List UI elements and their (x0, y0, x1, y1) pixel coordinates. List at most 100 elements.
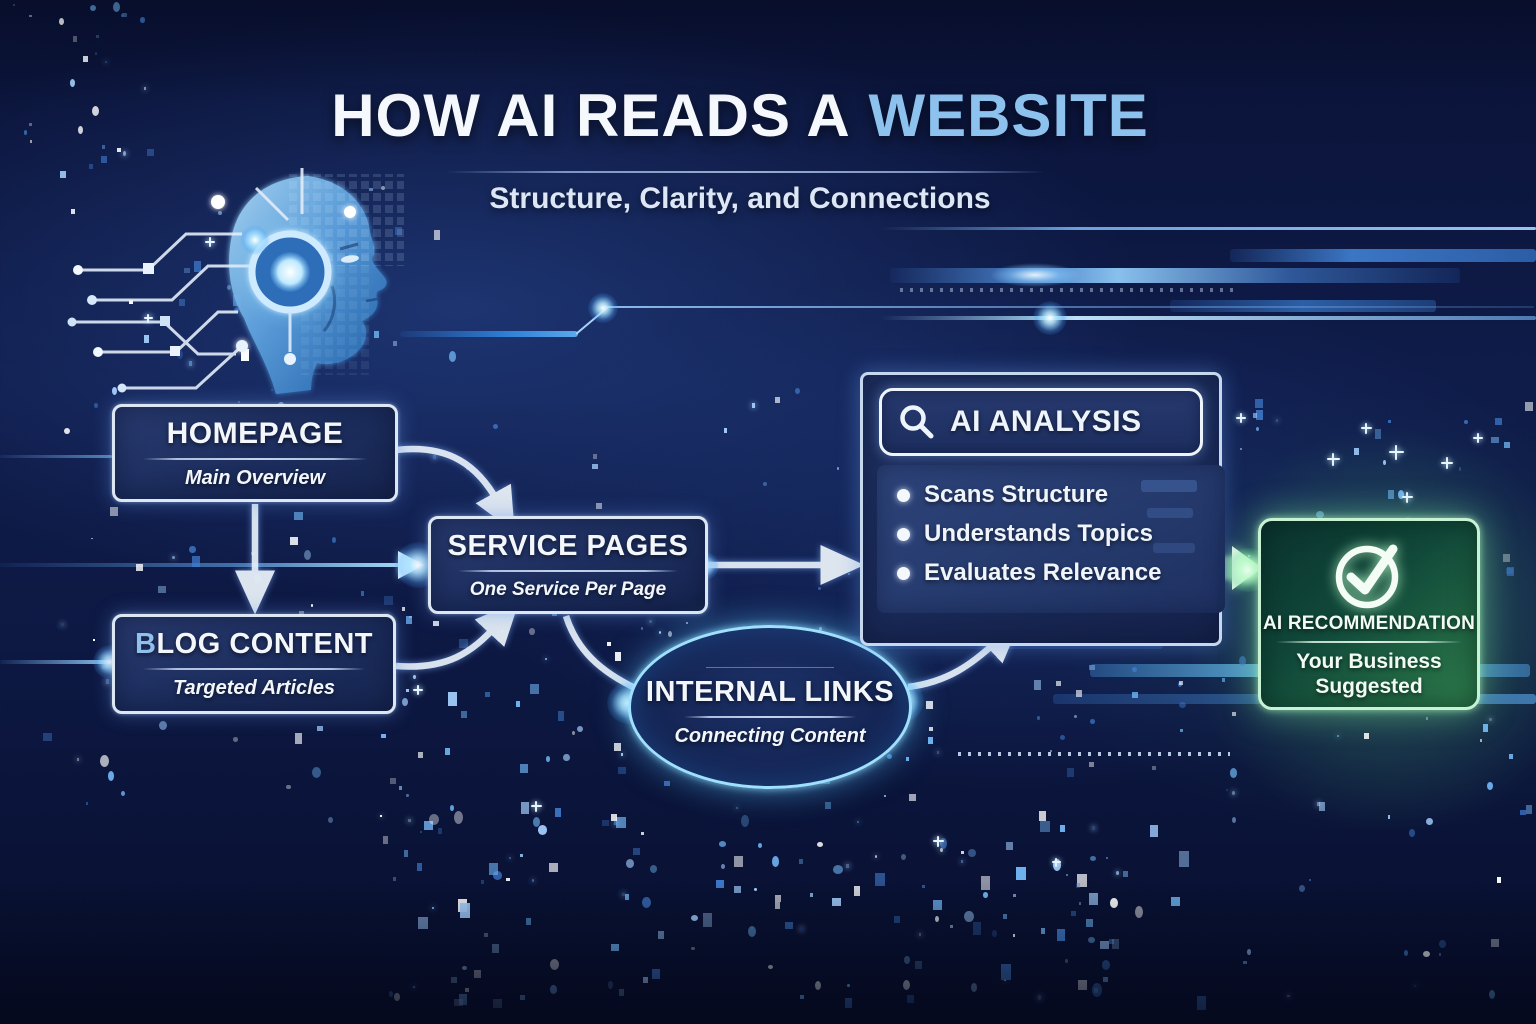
pixel-particle (303, 549, 311, 560)
sparkle-icon (933, 836, 944, 847)
pixel-particle (509, 857, 511, 860)
pixel-particle (42, 732, 52, 741)
pixel-particle (663, 780, 670, 787)
internal-links-title: INTERNAL LINKS (645, 675, 895, 708)
pixel-particle (818, 587, 822, 591)
sparkle-icon (144, 314, 153, 323)
pixel-particle (465, 988, 470, 993)
pixel-particle (1387, 419, 1391, 423)
pixel-particle (461, 711, 468, 718)
pixel-particle (61, 623, 65, 627)
pixel-particle (1100, 940, 1110, 950)
pixel-particle (189, 545, 197, 554)
pixel-particle (311, 338, 316, 344)
pixel-particle (1092, 983, 1103, 997)
pixel-particle (13, 4, 16, 6)
pixel-particle (1038, 810, 1046, 822)
pixel-particle (458, 993, 467, 1005)
pixel-particle (310, 603, 313, 607)
pixel-particle (485, 691, 491, 697)
pixel-particle (1001, 963, 1012, 980)
pixel-particle (505, 878, 510, 882)
pixel-particle (1036, 715, 1040, 721)
pixel-particle (72, 36, 77, 42)
pixel-particle (1491, 938, 1500, 947)
node-homepage: HOMEPAGE Main Overview (112, 404, 398, 502)
pixel-particle (29, 122, 33, 127)
glow-dot (240, 225, 270, 255)
pixel-particle (90, 537, 93, 540)
pixel-particle (992, 929, 998, 938)
pixel-particle (483, 932, 488, 937)
pixel-particle (488, 862, 498, 875)
pixel-particle (1524, 402, 1533, 411)
pixel-particle (332, 536, 337, 543)
pixel-particle (432, 621, 439, 627)
pixel-particle (1132, 666, 1138, 673)
light-streak (400, 331, 578, 337)
analysis-title: AI ANALYSIS (950, 405, 1142, 438)
pixel-particle (406, 688, 410, 693)
pixel-particle (110, 506, 119, 517)
pixel-particle (1116, 870, 1120, 875)
pixel-particle (389, 778, 396, 785)
pixel-particle (667, 631, 672, 637)
pixel-particle (1408, 829, 1415, 838)
pixel-particle (747, 926, 756, 938)
pixel-particle (832, 898, 842, 907)
pixel-particle (117, 147, 122, 153)
pixel-particle (76, 758, 79, 761)
node-ai-recommendation: AI RECOMMENDATION Your Business Suggeste… (1258, 518, 1480, 710)
pixel-particle (449, 805, 454, 811)
pixel-particle (903, 980, 911, 990)
pixel-particle (453, 811, 463, 825)
pixel-particle (317, 726, 324, 732)
pixel-particle (89, 4, 96, 11)
pixel-particle (393, 992, 400, 1002)
pixel-particle (736, 806, 739, 809)
pixel-particle (402, 698, 408, 707)
pixel-particle (857, 820, 860, 824)
pixel-particle (836, 466, 839, 470)
sparkle-icon (1236, 413, 1246, 423)
pixel-particle (1103, 977, 1109, 983)
pixel-particle (884, 794, 887, 797)
pixel-particle (294, 512, 304, 521)
pixel-particle (875, 855, 878, 858)
glow-dot (588, 293, 618, 323)
pixel-particle (686, 622, 689, 625)
node-blog-content: BLOG CONTENT Targeted Articles (112, 614, 396, 714)
pixel-particle (961, 859, 964, 863)
pixel-particle (928, 726, 933, 731)
pixel-particle (740, 814, 749, 828)
pixel-particle (290, 537, 299, 545)
pixel-particle (530, 684, 540, 694)
pixel-particle (721, 864, 726, 870)
pixel-particle (398, 786, 402, 790)
pixel-particle (85, 801, 88, 805)
pixel-particle (907, 995, 915, 1003)
pixel-particle (271, 388, 274, 391)
pixel-particle (719, 841, 727, 847)
pixel-particle (493, 424, 499, 430)
pixel-particle (1112, 939, 1120, 949)
pixel-particle (611, 813, 618, 821)
pixel-particle (854, 886, 861, 897)
pixel-particle (558, 711, 565, 721)
pixel-particle (428, 814, 439, 826)
pixel-particle (1287, 994, 1291, 998)
pixel-particle (460, 903, 471, 919)
pixel-particle (1040, 821, 1051, 832)
sparkle-icon (205, 237, 215, 247)
pixel-particle (927, 737, 933, 745)
pixel-particle (817, 841, 824, 848)
pixel-particle (549, 958, 559, 970)
dotted-line (900, 288, 1240, 292)
pixel-particle (549, 862, 559, 872)
pixel-particle (690, 914, 698, 921)
pixel-particle (815, 980, 822, 990)
page-title-part1: HOW AI READS A (331, 82, 851, 149)
pixel-particle (905, 756, 909, 761)
internal-links-subtitle: Connecting Content (674, 724, 866, 747)
pixel-particle (772, 855, 780, 867)
